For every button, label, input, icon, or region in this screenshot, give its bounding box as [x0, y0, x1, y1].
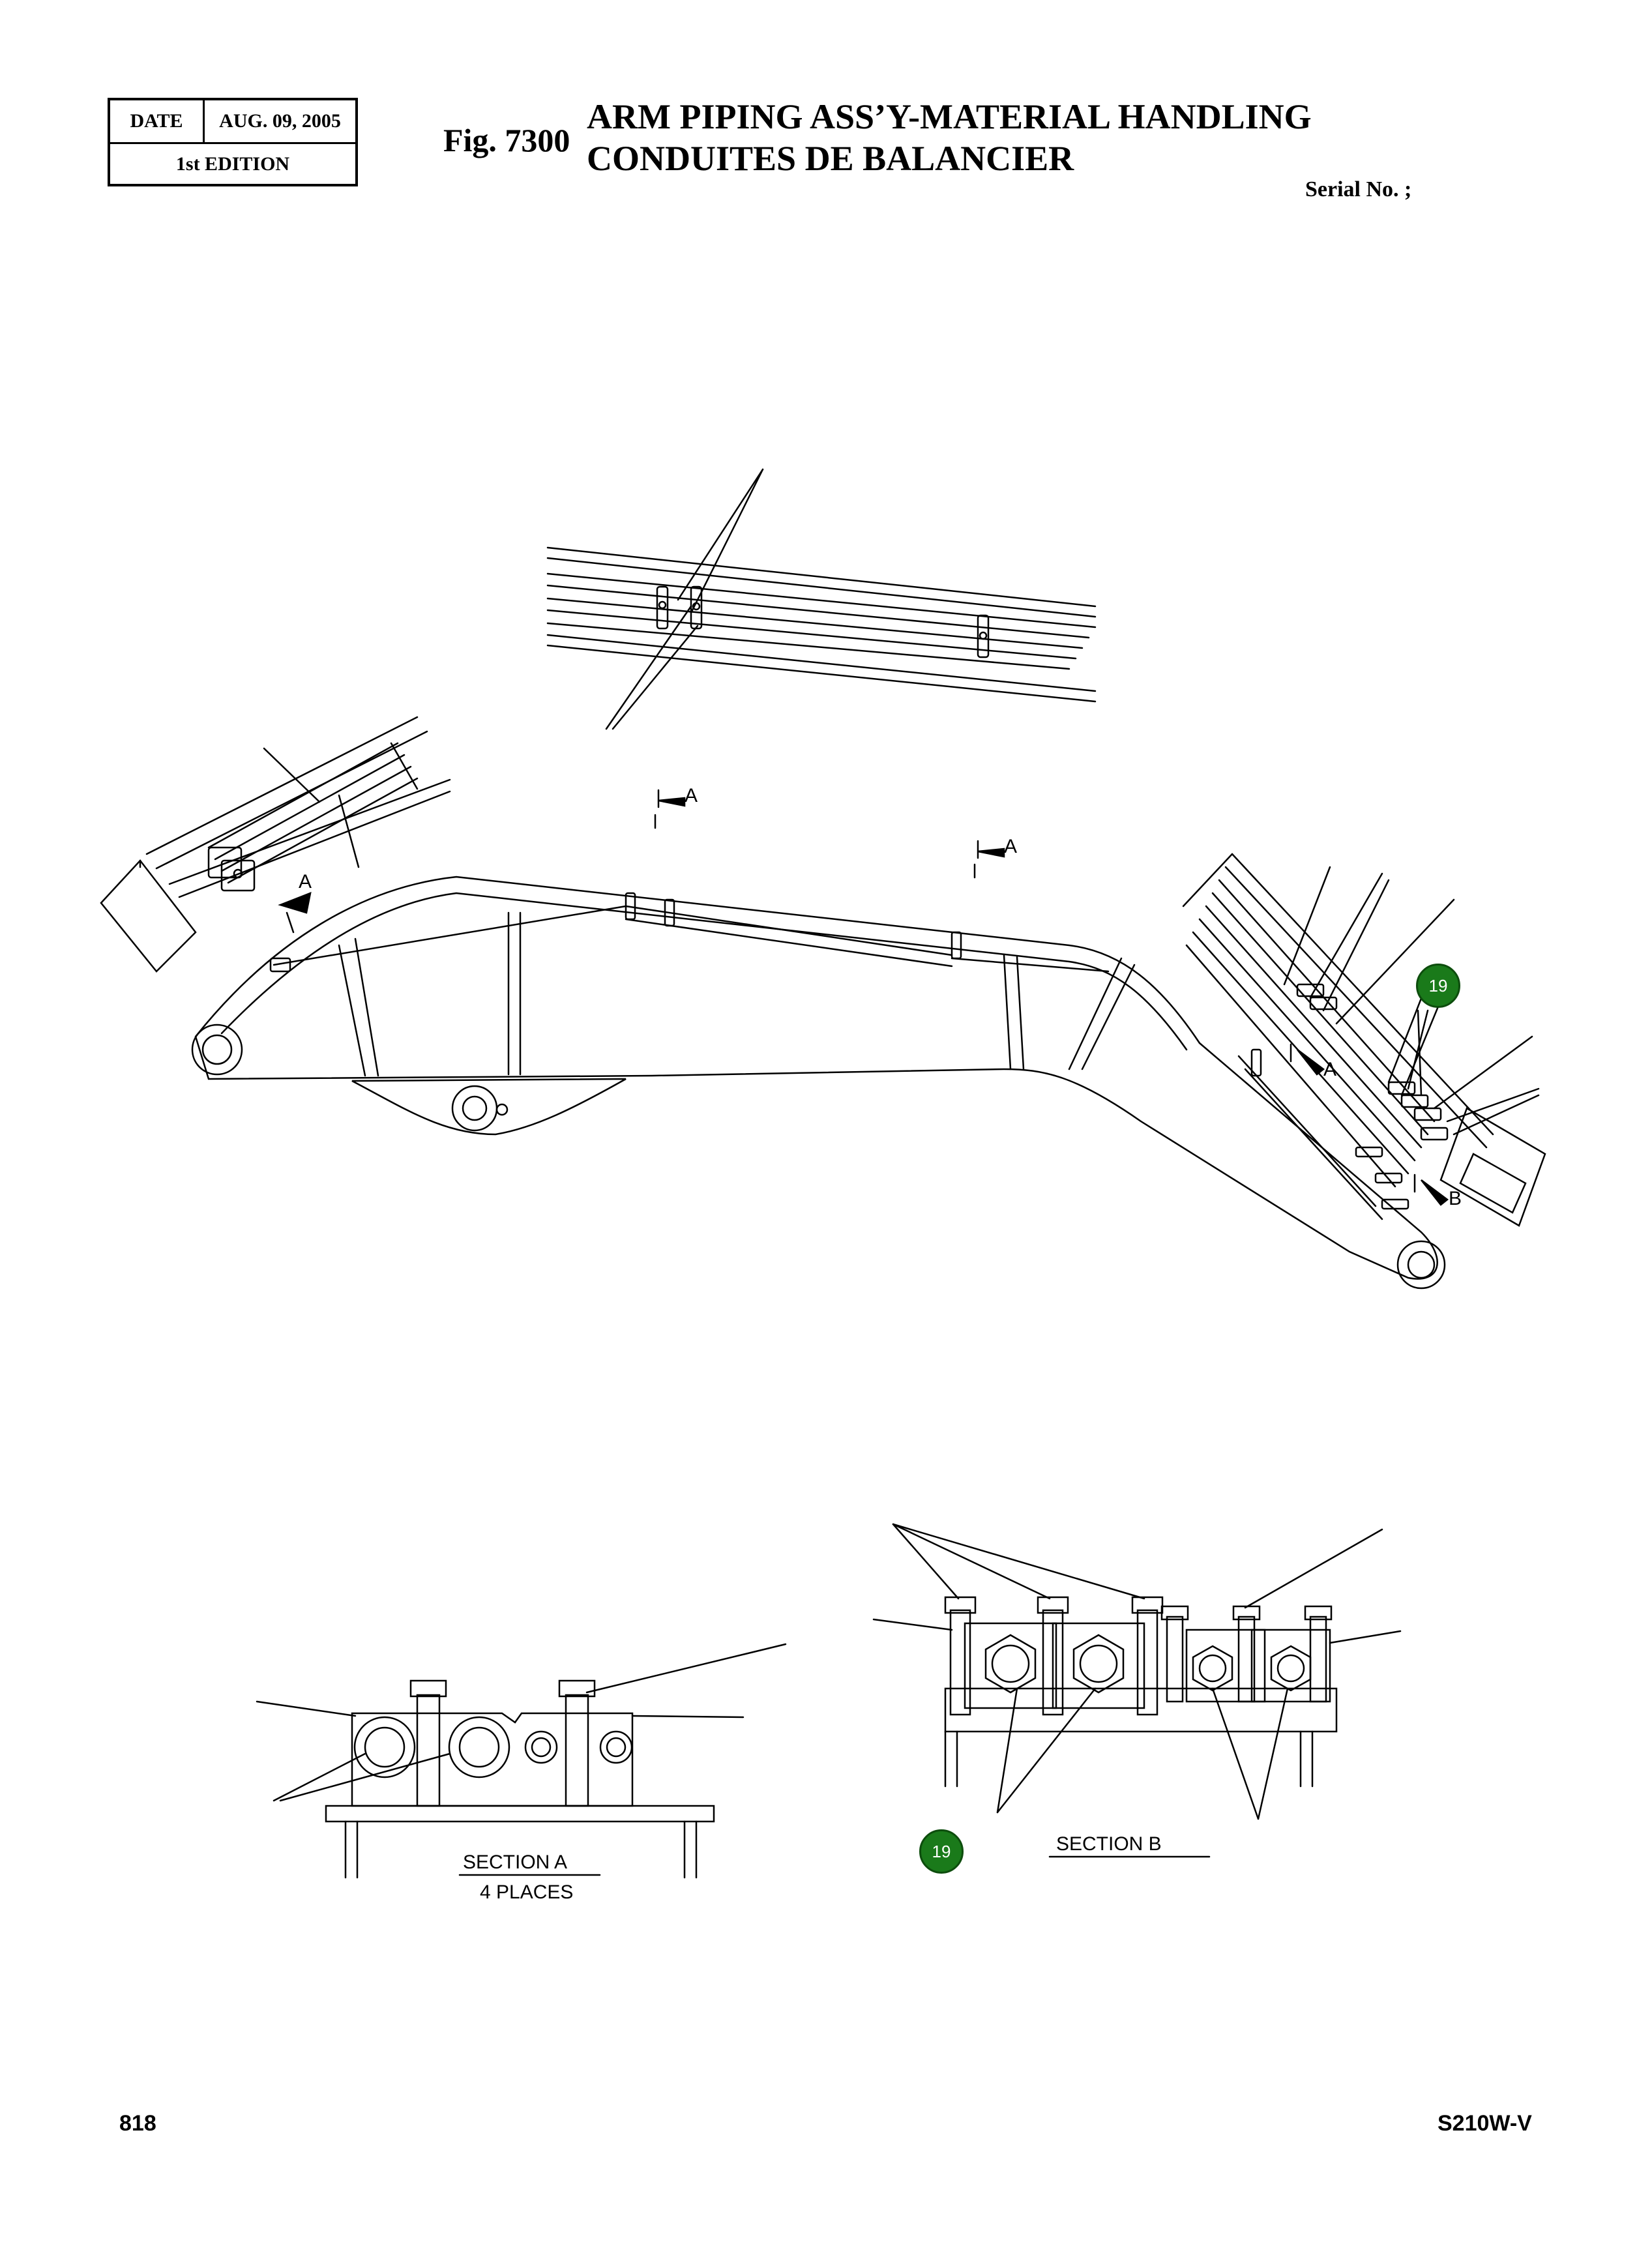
top-pipe-detail: [546, 468, 1097, 730]
section-a-subtitle: 4 PLACES: [480, 1881, 573, 1903]
section-a-title: SECTION A: [463, 1851, 567, 1873]
title-french: CONDUITES DE BALANCIER: [587, 139, 1074, 178]
section-b-view: [872, 1523, 1402, 1858]
serial-number-label: Serial No. ;: [1305, 177, 1412, 201]
section-marker-a-right: A: [1323, 1059, 1336, 1080]
title-english: ARM PIPING ASS’Y-MATERIAL HANDLING: [587, 97, 1312, 136]
section-a-view: [256, 1643, 787, 1879]
arm-body: [191, 876, 1446, 1290]
edition-label: 1st EDITION: [175, 153, 290, 175]
date-label: DATE: [110, 100, 205, 142]
section-marker-a-left: A: [299, 871, 312, 892]
section-marker-a-top: A: [685, 785, 698, 806]
right-pipe-detail: [1182, 853, 1546, 1227]
section-marker-b: B: [1449, 1188, 1462, 1209]
section-b-title: SECTION B: [1056, 1833, 1162, 1855]
figure-number: Fig. 7300: [443, 122, 570, 158]
page-number: 818: [119, 2111, 156, 2136]
callout-19-section-b[interactable]: 19: [919, 1829, 964, 1874]
callout-19-main[interactable]: 19: [1416, 964, 1460, 1008]
model-number: S210W-V: [1438, 2111, 1532, 2136]
section-marker-a-mid: A: [1004, 836, 1017, 857]
date-value: AUG. 09, 2005: [219, 110, 341, 132]
date-row: DATE AUG. 09, 2005: [110, 100, 355, 144]
left-pipe-detail: [100, 716, 451, 973]
date-box: DATE AUG. 09, 2005 1st EDITION: [108, 98, 358, 186]
